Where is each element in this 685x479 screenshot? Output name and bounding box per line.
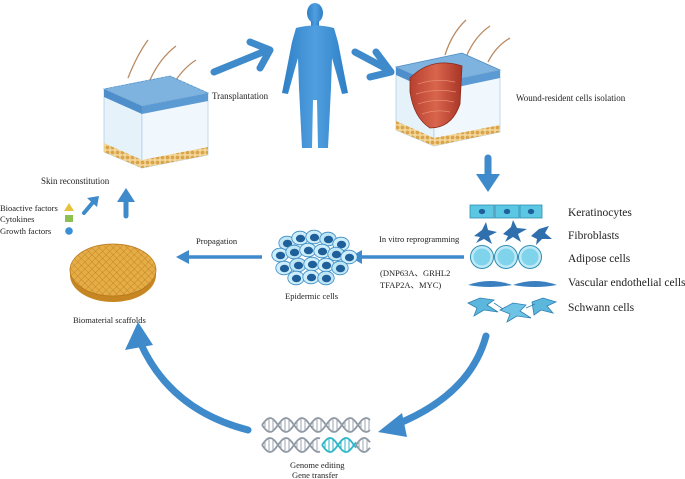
- cell-nucleus: [289, 248, 300, 257]
- cell-nucleus: [309, 233, 320, 242]
- dna-strand: [261, 417, 371, 433]
- factors-legend: Bioactive factors Cytokines Growth facto…: [0, 203, 74, 236]
- endothelial-cell-icon: [468, 281, 557, 287]
- cell-nucleus: [331, 250, 342, 259]
- keratinocyte-icon: [469, 204, 543, 219]
- arrow-to-wound: [351, 48, 389, 72]
- dna-strand: [321, 437, 357, 453]
- cell-nucleus: [303, 246, 314, 255]
- arrows: [82, 38, 500, 437]
- label-fibroblasts: Fibroblasts: [568, 230, 620, 242]
- cell-nucleus: [335, 264, 346, 273]
- cell-nucleus: [306, 273, 317, 282]
- arrow-to-genome-head: [378, 413, 407, 437]
- cell-nucleus: [321, 274, 332, 283]
- label-skin-reconstitution: Skin reconstitution: [41, 176, 110, 186]
- label-propagation: Propagation: [196, 236, 238, 246]
- dna-strand: [261, 437, 321, 453]
- cell-nucleus: [295, 234, 306, 243]
- dna-strand: [355, 437, 371, 446]
- dna-strand: [261, 417, 371, 433]
- label-keratinocytes: Keratinocytes: [568, 207, 632, 219]
- triangle-icon: [64, 203, 74, 211]
- human-figure: [282, 3, 348, 148]
- cell-nucleus: [323, 235, 334, 244]
- arrow-to-cells-head: [476, 174, 500, 192]
- arrow-to-human-head: [246, 38, 274, 72]
- cell-nucleus: [321, 261, 332, 270]
- cell-nucleus: [293, 261, 304, 270]
- dna-strand: [321, 437, 357, 453]
- cell-nucleus: [307, 260, 318, 269]
- arrow-propagation-head: [176, 250, 189, 264]
- cell-nucleus: [282, 239, 293, 248]
- circle-icon: [65, 227, 73, 235]
- label-biomaterial-scaffolds: Biomaterial scaffolds: [73, 315, 146, 325]
- label-wound-isolation: Wound-resident cells isolation: [516, 93, 626, 103]
- arrow-reconstitution-2: [82, 199, 96, 215]
- cell-nucleus: [336, 240, 347, 249]
- cell-nucleus: [317, 247, 328, 256]
- legend-cytokines-label: Cytokines: [0, 214, 34, 224]
- label-schwann-cells: Schwann cells: [568, 302, 635, 314]
- cell-nucleus: [275, 251, 286, 260]
- label-genome-editing: Genome editing: [290, 460, 345, 470]
- label-epidermic-cells: Epidermic cells: [285, 291, 338, 301]
- arrow-to-wound-head: [366, 48, 395, 81]
- dna-strand: [355, 444, 371, 453]
- fibroblast-icon: [474, 220, 552, 245]
- schwann-cell-icon: [467, 297, 558, 323]
- legend-growth-label: Growth factors: [0, 226, 51, 236]
- skin-block-wound: [394, 19, 511, 147]
- adipose-cell-icon: [470, 245, 542, 269]
- cell-nucleus: [344, 253, 355, 262]
- dna-helix-icon: [261, 417, 371, 453]
- biomaterial-scaffold: [69, 243, 157, 302]
- label-factors-line1: (DNP63A、GRHL2: [380, 268, 450, 278]
- label-factors-line2: TFAP2A、MYC): [380, 280, 441, 290]
- skin-block-left: [102, 39, 210, 169]
- legend-bioactive-label: Bioactive factors: [0, 203, 58, 213]
- cell-nucleus: [279, 264, 290, 273]
- label-gene-transfer: Gene transfer: [292, 470, 338, 479]
- cell-nucleus: [291, 274, 302, 283]
- label-in-vitro: In vitro reprogramming: [379, 234, 460, 244]
- arrow-to-human: [210, 48, 267, 76]
- arrow-to-scaffold: [136, 338, 252, 434]
- label-adipose-cells: Adipose cells: [568, 253, 631, 265]
- arrow-to-scaffold-head: [125, 322, 153, 350]
- arrow-to-genome: [391, 332, 490, 429]
- epidermic-cells-cluster: [271, 229, 358, 286]
- square-icon: [65, 215, 73, 222]
- label-vascular-endothelial-cells: Vascular endothelial cells: [568, 277, 685, 289]
- label-transplantation: Transplantation: [212, 91, 269, 101]
